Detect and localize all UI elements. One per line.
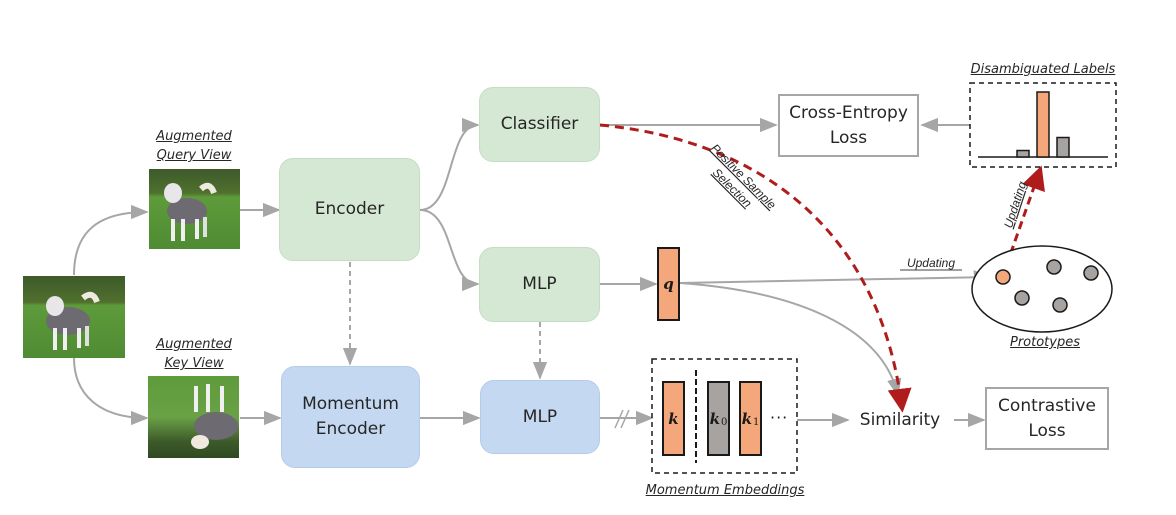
prototype [1052, 297, 1068, 313]
query-embedding-symbol: q [663, 275, 674, 293]
original-image [23, 276, 125, 358]
cross-entropy-loss-node: Cross-Entropy Loss [778, 94, 919, 157]
contrastive-label-1: Contrastive [998, 395, 1096, 416]
mlp-query-label: MLP [522, 274, 557, 294]
disambiguated-labels-caption: Disambiguated Labels [970, 62, 1116, 77]
key-view-caption: Augmented Key View [150, 335, 238, 373]
updating-labels-label: Updating [1001, 179, 1029, 229]
arrow-encoder-to-mlp [419, 209, 480, 292]
mlp-query-node: MLP [479, 247, 600, 322]
key-view-caption-line2: Key View [164, 356, 224, 371]
prototypes-ellipse [971, 245, 1113, 333]
arrow-q-to-similarity [679, 282, 902, 397]
momentum-embeddings-caption: Momentum Embeddings [645, 483, 805, 498]
arrow-original-to-query [73, 204, 149, 276]
prototype [1014, 290, 1030, 306]
label-bar-selected [1036, 91, 1050, 158]
query-embedding: q [657, 247, 680, 321]
key-embedding-symbol: k [668, 409, 679, 428]
momentum-encoder-label-1: Momentum [302, 394, 399, 414]
arrow-original-to-key [73, 357, 149, 426]
cross-entropy-label-1: Cross-Entropy [789, 102, 908, 123]
stop-gradient-mark-2 [620, 409, 630, 429]
dog-photo-icon [46, 291, 100, 350]
key-view-image [148, 376, 239, 458]
queue-ellipsis: ··· [770, 408, 789, 427]
query-view-image [149, 169, 240, 249]
contrastive-label-2: Loss [1028, 420, 1066, 441]
momentum-encoder-label-2: Encoder [315, 419, 386, 439]
arrow-positive-sample-selection [599, 123, 912, 413]
dog-photo-augmented-icon [191, 384, 238, 449]
prototype [1046, 259, 1062, 275]
prototypes-caption: Prototypes [1009, 335, 1080, 350]
stop-gradient-mark-1 [614, 409, 624, 429]
queue-embedding-symbol: k [741, 409, 753, 428]
label-bars [1016, 91, 1070, 158]
query-view-caption-line2: Query View [156, 148, 232, 163]
label-bar [1016, 149, 1030, 158]
queue-embedding-symbol: k [709, 409, 721, 428]
dog-photo-icon [164, 182, 217, 241]
encoder-label: Encoder [314, 199, 385, 219]
mlp-key-label: MLP [522, 406, 558, 427]
encoder-node: Encoder [279, 158, 420, 261]
mlp-key-node: MLP [480, 380, 600, 454]
key-view-caption-line1: Augmented [156, 337, 232, 352]
momentum-encoder-node: Momentum Encoder [281, 366, 420, 468]
queue-embedding-subscript: 1 [753, 417, 760, 428]
query-view-caption-line1: Augmented [156, 129, 232, 144]
updating-prototypes-label: Updating [907, 256, 955, 270]
queue-embedding-subscript: 0 [721, 417, 728, 428]
arrow-encoder-to-classifier [419, 117, 480, 211]
classifier-label: Classifier [500, 114, 579, 134]
embeddings-frame [651, 358, 798, 474]
prototype [1083, 265, 1099, 281]
query-view-caption: Augmented Query View [150, 127, 238, 165]
similarity-node: Similarity [850, 405, 950, 435]
labels-frame [969, 82, 1117, 168]
contrastive-loss-node: Contrastive Loss [985, 387, 1109, 450]
classifier-node: Classifier [479, 87, 600, 162]
prototype-active [995, 269, 1011, 285]
arrow-q-to-prototypes [679, 270, 992, 285]
cross-entropy-label-2: Loss [829, 127, 868, 148]
key-embedding: k [662, 381, 685, 456]
similarity-label: Similarity [859, 409, 941, 430]
label-bar [1056, 136, 1070, 158]
